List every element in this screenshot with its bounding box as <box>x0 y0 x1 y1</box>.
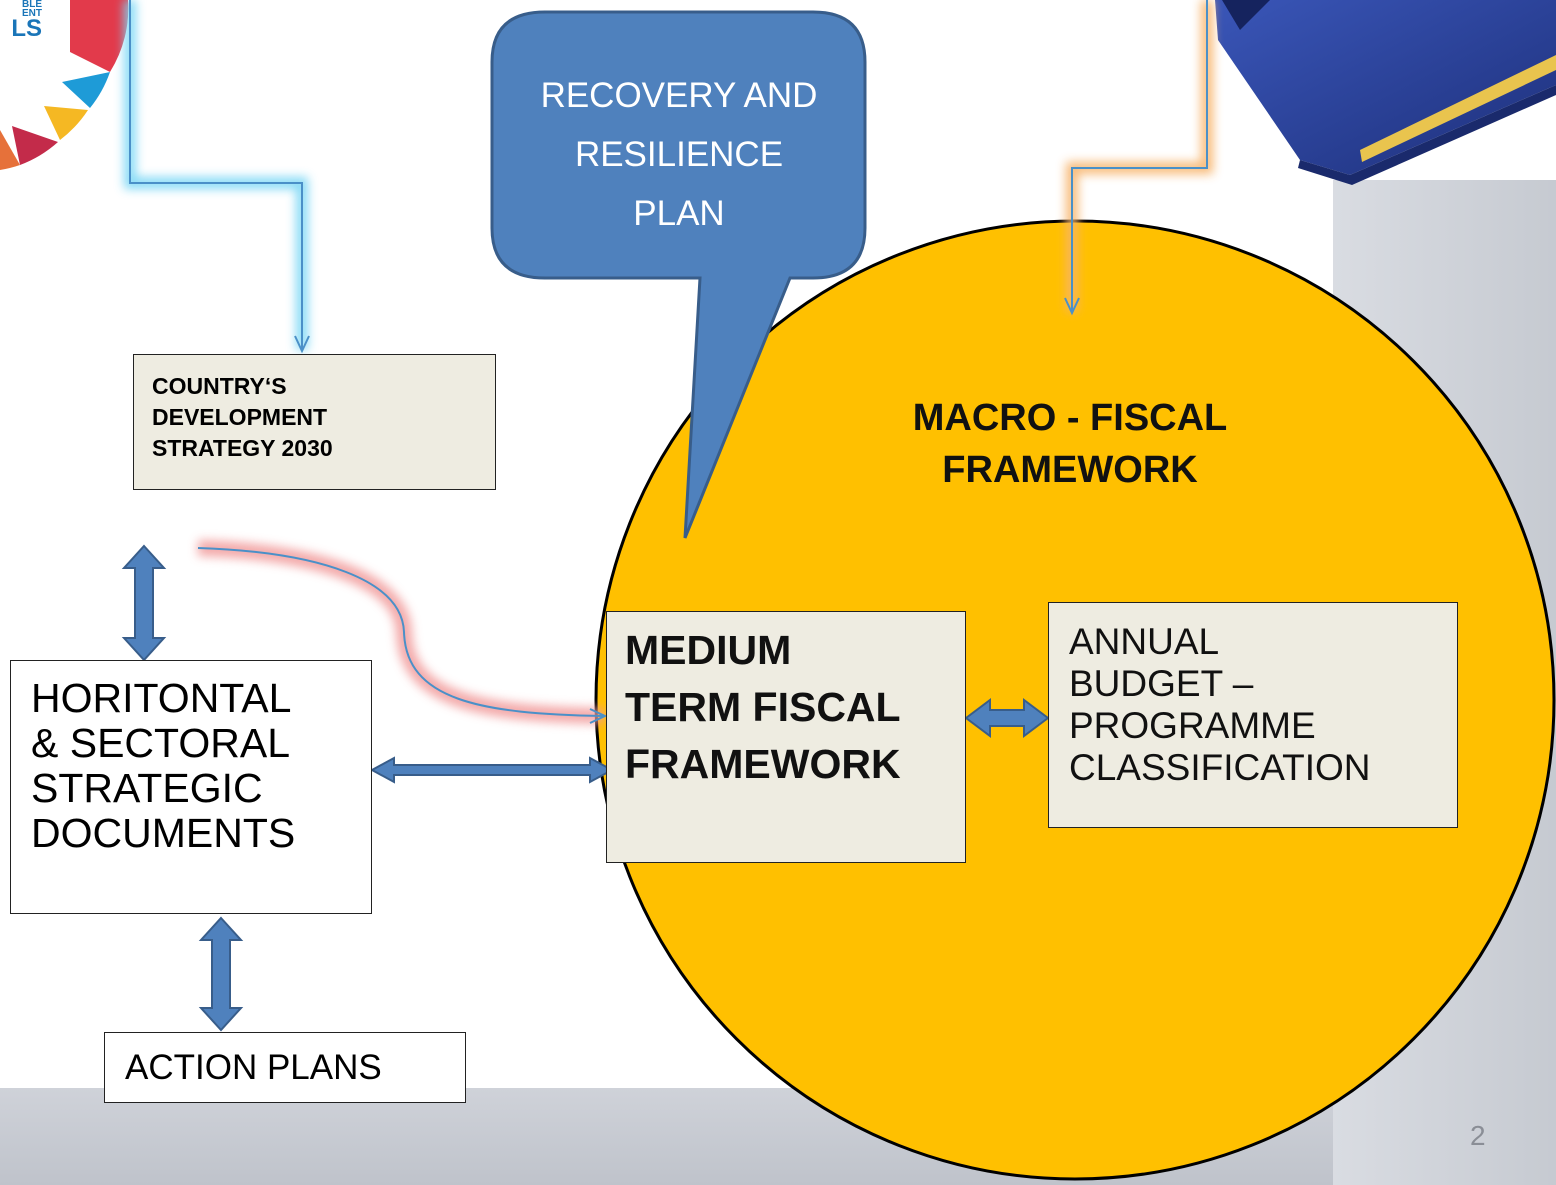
macro-fiscal-title: MACRO - FISCAL FRAMEWORK <box>912 397 1228 491</box>
double-arrow-hsd-mtff <box>369 756 615 784</box>
bubble-line: RESILIENCE <box>574 135 784 174</box>
bubble-line: PLAN <box>633 194 725 233</box>
constitution-book-icon <box>1215 0 1556 185</box>
strategic-documents-box: HORITONTAL & SECTORAL STRATEGIC DOCUMENT… <box>10 660 372 914</box>
recovery-plan-text: RECOVERY AND RESILIENCE PLAN <box>494 66 864 243</box>
country-strategy-box: COUNTRY‘S DEVELOPMENT STRATEGY 2030 <box>133 354 496 490</box>
sdg-logo-text: BLE ENT LS <box>11 0 42 42</box>
page-number: 2 <box>1470 1120 1486 1151</box>
double-arrow-cds-hsd <box>121 544 167 662</box>
medium-term-fiscal-framework-box: MEDIUM TERM FISCAL FRAMEWORK <box>606 611 966 863</box>
bubble-line: RECOVERY AND <box>540 76 818 115</box>
recovery-plan-bubble <box>490 10 867 539</box>
double-arrow-hsd-ap <box>198 916 244 1032</box>
sdg-wheel-icon <box>0 0 129 170</box>
action-plans-box: ACTION PLANS <box>104 1032 466 1103</box>
annual-budget-box: ANNUAL BUDGET – PROGRAMME CLASSIFICATION <box>1048 602 1458 828</box>
